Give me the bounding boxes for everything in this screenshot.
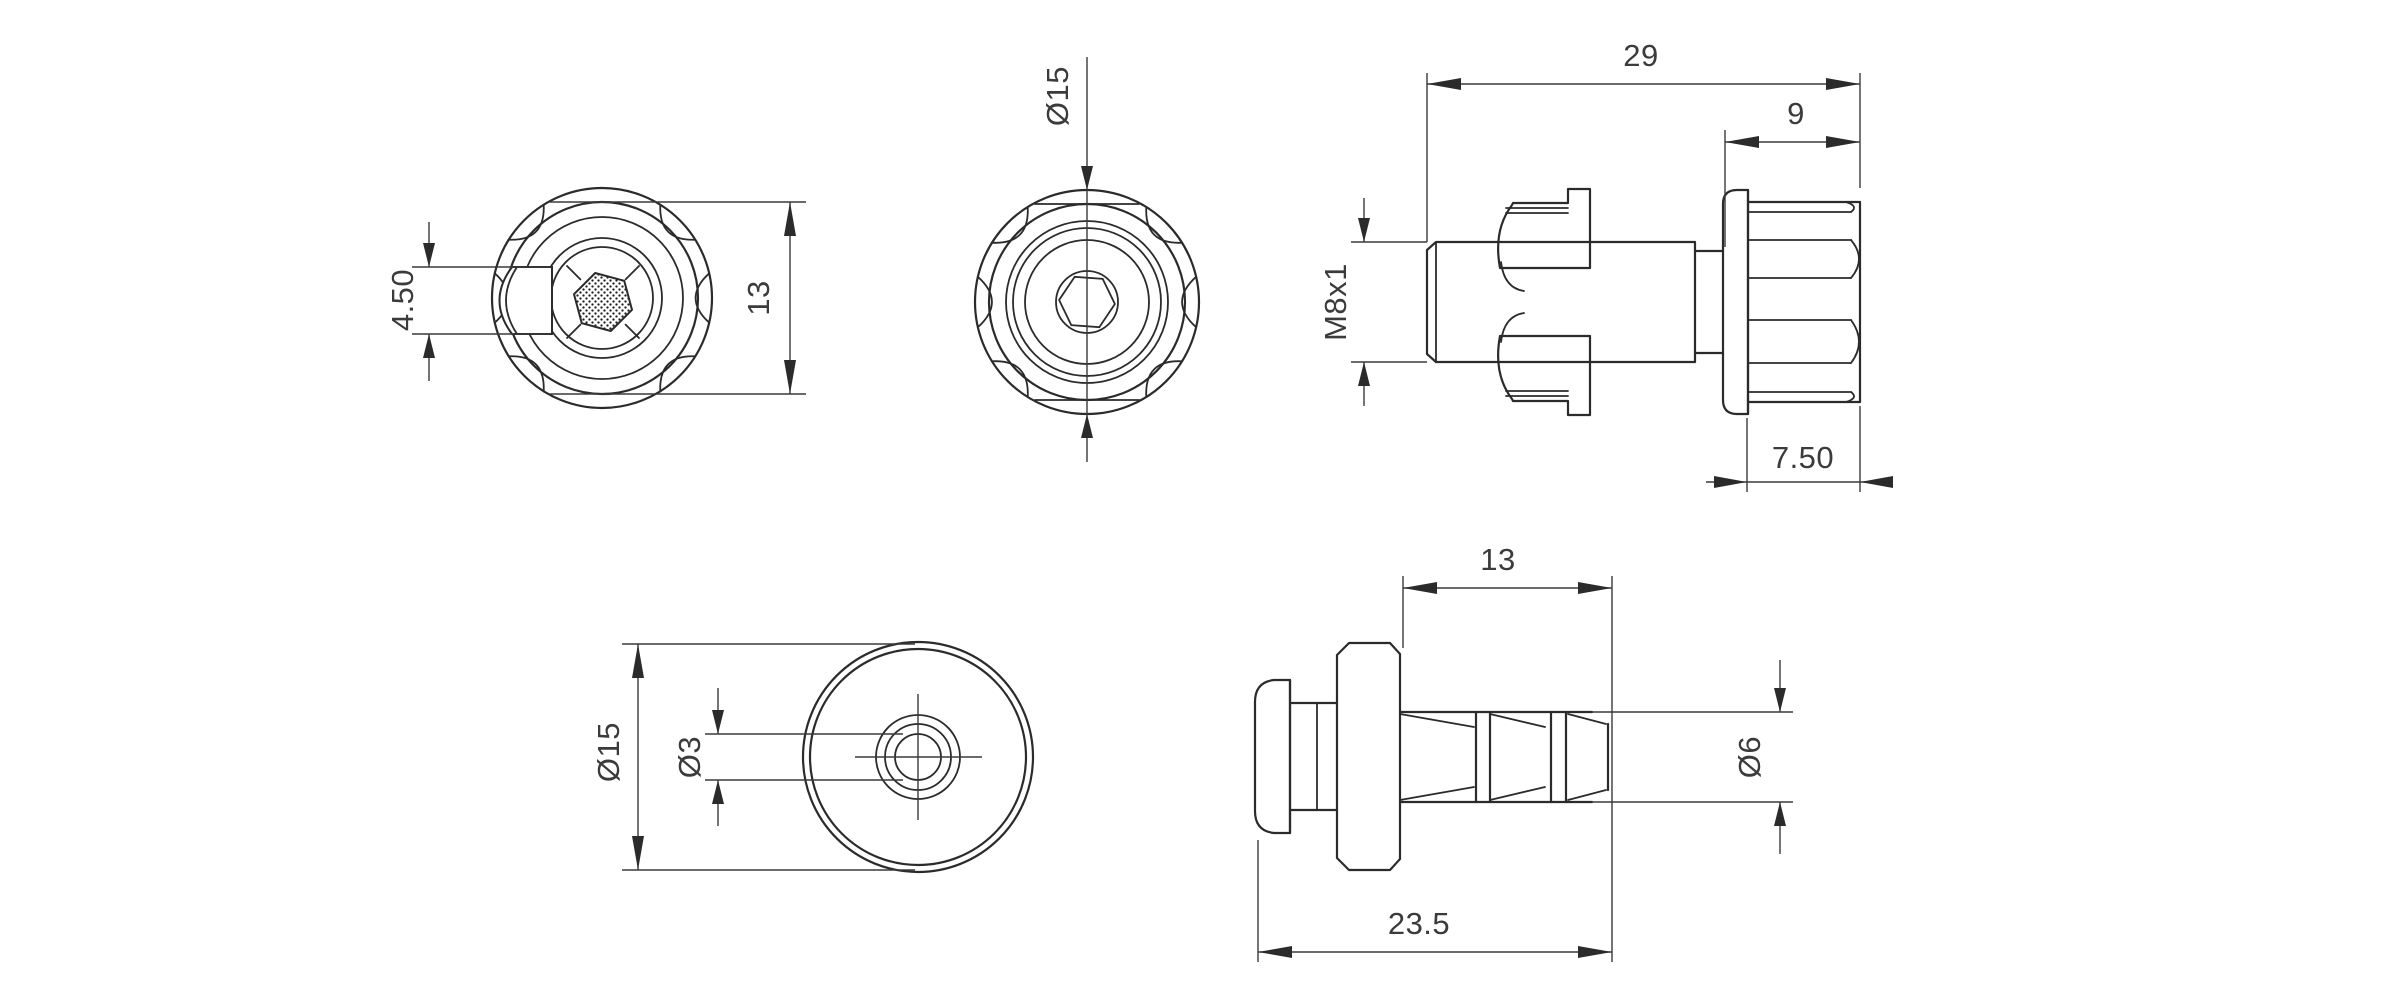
- barb-stem: [1398, 710, 1610, 804]
- dim-label-head-length: 9: [1787, 96, 1805, 131]
- knurl-scallops: [977, 206, 1197, 398]
- dim-label-bore-diameter: Ø3: [672, 736, 707, 778]
- dim-label-thread-spec: M8x1: [1318, 263, 1353, 341]
- dim-label-tab-height: 4.50: [385, 269, 420, 331]
- dim-face-diameter: 13: [550, 201, 806, 395]
- flange-disc: [1721, 188, 1750, 416]
- bottom-lug: [1497, 312, 1592, 417]
- view-connector-side: 29 9 M8x1 7.50: [1318, 38, 1893, 492]
- socket-corner-line: [566, 265, 582, 281]
- dim-label-cap-length: 7.50: [1772, 440, 1834, 475]
- dim-label-barb-length: 13: [1480, 542, 1515, 577]
- dim-outer-diameter: Ø15: [591, 643, 915, 871]
- dim-head-length: 9: [1724, 96, 1860, 247]
- center-mark: [855, 694, 982, 820]
- side-lug-tab: [498, 266, 553, 335]
- groove-band: [1288, 701, 1339, 812]
- dim-label-barb-diameter: Ø6: [1732, 736, 1767, 778]
- hex-socket: [1058, 275, 1116, 329]
- dim-label-overall-length: 29: [1623, 38, 1658, 73]
- dim-label-face-diameter: 13: [741, 280, 776, 315]
- dim-label-outer-diameter: Ø15: [591, 722, 626, 782]
- dim-tab-height: 4.50: [385, 222, 550, 381]
- dim-overall-length: 29: [1426, 38, 1861, 242]
- socket-corner-line: [624, 265, 640, 281]
- view-back-face: 4.50 13: [385, 186, 806, 410]
- view-front-face: Ø15: [973, 57, 1201, 462]
- dim-thread-spec: M8x1: [1318, 198, 1427, 406]
- socket-corner-line: [624, 323, 640, 339]
- dim-overall-length: 23.5: [1257, 840, 1612, 962]
- end-cap: [1253, 678, 1292, 835]
- dim-label-overall-length: 23.5: [1388, 906, 1450, 941]
- outer-circle: [801, 640, 1035, 874]
- view-barb-side: 13 Ø6 23.5: [1253, 542, 1793, 962]
- thread-body-outline: [1425, 240, 1697, 364]
- knurled-knob: [1746, 200, 1862, 404]
- dim-barb-length: 13: [1402, 542, 1613, 962]
- filter-mesh: [566, 265, 640, 339]
- flange-disc: [1335, 641, 1402, 872]
- dim-cap-length: 7.50: [1706, 406, 1893, 492]
- dim-outer-diameter: Ø15: [1040, 57, 1093, 462]
- view-bottom-face: Ø15 Ø3: [591, 640, 1035, 874]
- top-lug: [1497, 187, 1592, 292]
- outer-rim-circle: [808, 647, 1028, 867]
- dim-label-outer-diameter: Ø15: [1040, 66, 1075, 126]
- dim-barb-diameter: Ø6: [1592, 660, 1793, 854]
- outer-knurled-circle: [490, 186, 714, 410]
- dim-bore-diameter: Ø3: [672, 688, 903, 826]
- socket-corner-line: [566, 323, 582, 339]
